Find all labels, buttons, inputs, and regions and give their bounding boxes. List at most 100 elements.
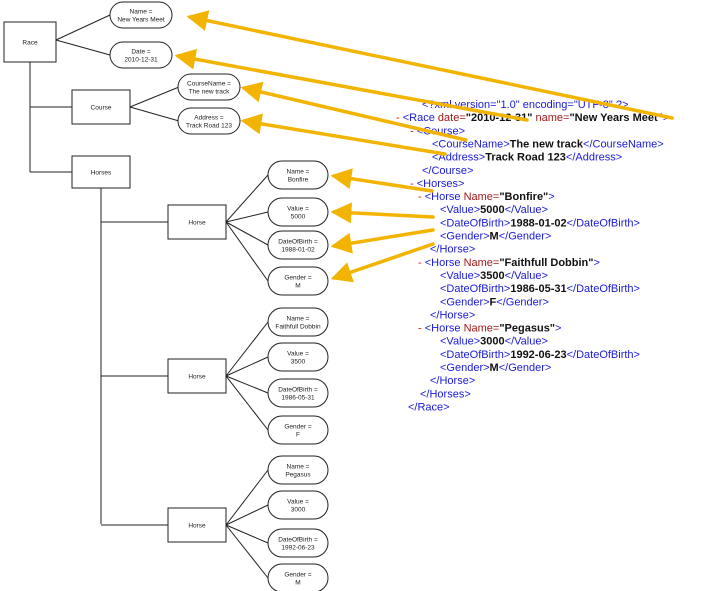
xml-tag-token: <Horse — [425, 191, 464, 203]
course-attr-0-key: CourseName = — [187, 81, 231, 88]
horse-0-attr-0-pill — [267, 160, 329, 190]
xml-tag-token: <DateOfBirth> — [440, 349, 510, 361]
horse-1-attr-1-pill — [267, 342, 329, 372]
xml-tag-token: <?xml version="1.0" encoding="UTF-8" ?> — [422, 99, 628, 111]
horse-node-1-box — [167, 358, 227, 394]
tree-connector — [225, 174, 269, 223]
horse-1-attr-1-value: 3500 — [291, 359, 306, 366]
xml-tag-token: <Gender> — [440, 296, 490, 308]
tree-connector — [225, 221, 269, 246]
xml-tag-token: <Gender> — [440, 231, 490, 243]
xml-value-token: "New Years Meet" — [569, 112, 662, 124]
xml-tag-token: </DateOfBirth> — [567, 217, 640, 229]
tree-connector — [225, 469, 269, 526]
xml-value-token: "Pegasus" — [499, 323, 555, 335]
mapping-arrow-7 — [330, 242, 435, 283]
horse-2-attr-0-pill — [267, 455, 329, 485]
xml-tag-token: <Horse — [425, 257, 464, 269]
xml-tag-token: </Horse> — [430, 309, 475, 321]
xml-line-21: </Horse> — [430, 375, 475, 387]
xml-tag-token: > — [548, 191, 554, 203]
xml-line-15: <Gender>F</Gender> — [440, 296, 549, 308]
xml-tag-token: </CourseName> — [583, 138, 664, 150]
xml-tag-token: </DateOfBirth> — [567, 283, 640, 295]
horse-2-attr-3: Gender =M — [267, 563, 329, 591]
horse-2-attr-2-pill — [267, 528, 329, 558]
course-attr-0-value: The new track — [189, 89, 231, 96]
horse-2-attr-2: DateOfBirth =1992-06-23 — [267, 528, 329, 558]
xml-tag-token: </Value> — [505, 204, 548, 216]
horse-2-attr-0: Name =Pegasus — [267, 455, 329, 485]
horse-0-attr-0-key: Name = — [287, 169, 310, 176]
xml-tag-token: <Race — [403, 112, 438, 124]
race-attr-1-key: Date = — [131, 49, 151, 56]
tree-connector — [225, 211, 269, 223]
xml-line-22: </Horses> — [420, 388, 471, 400]
tree-connector — [225, 504, 269, 526]
xml-tag-token: <Value> — [440, 204, 480, 216]
race-attr-0-pill — [109, 1, 173, 29]
xml-tag-token: </Gender> — [499, 362, 552, 374]
xml-value-token: "Faithfull Dobbin" — [499, 257, 593, 269]
xml-value-token: The new track — [510, 138, 584, 150]
xml-value-token: "2010-12-31" — [466, 112, 533, 124]
horse-0-attr-0-value: Bonfire — [288, 177, 309, 184]
horse-2-attr-3-pill — [267, 563, 329, 591]
tree-connector — [225, 221, 269, 282]
xml-attr-token: date= — [438, 112, 466, 124]
xml-tag-token: </Gender> — [496, 296, 549, 308]
race-attr-1: Date =2010-12-31 — [109, 41, 173, 69]
horse-0-attr-0: Name =Bonfire — [267, 160, 329, 190]
xml-tag-token: </Course> — [422, 165, 473, 177]
xml-tag-token: <Value> — [440, 336, 480, 348]
horse-0-attr-2: DateOfBirth =1988-01-02 — [267, 230, 329, 260]
mapping-arrow-2 — [240, 81, 468, 142]
xml-dash-token: - — [418, 257, 425, 269]
xml-line-1: - <Race date="2010-12-31" name="New Year… — [396, 112, 669, 124]
xml-tag-token: <DateOfBirth> — [440, 217, 510, 229]
horse-0-attr-3-value: M — [295, 283, 300, 290]
race-attr-0-value: New Years Meet — [117, 17, 165, 24]
tree-connector — [225, 321, 269, 377]
horse-node-0: Horse — [167, 204, 227, 240]
horse-1-attr-3-value: F — [296, 432, 300, 439]
horse-2-attr-1: Value =3000 — [267, 490, 329, 520]
horse-2-attr-1-pill — [267, 490, 329, 520]
mapping-arrow-0 — [186, 10, 674, 120]
xml-line-7: - <Horse Name="Bonfire"> — [418, 191, 555, 203]
race-attr-1-pill — [109, 41, 173, 69]
tree-connector — [225, 375, 269, 394]
horse-0-attr-2-pill — [267, 230, 329, 260]
course-attr-0-pill — [177, 73, 241, 101]
horse-0-attr-1-value: 5000 — [291, 214, 306, 221]
horse-node-0-label: Horse — [188, 220, 206, 227]
xml-tag-token: <Horse — [425, 323, 464, 335]
horse-2-attr-0-value: Pegasus — [285, 472, 311, 479]
xml-line-3: <CourseName>The new track</CourseName> — [432, 138, 664, 150]
course-attr-1-key: Address = — [194, 115, 224, 122]
horse-node-0-box — [167, 204, 227, 240]
xml-line-10: <Gender>M</Gender> — [440, 231, 551, 243]
race-node-label: Race — [22, 40, 38, 47]
horse-0-attr-2-key: DateOfBirth = — [278, 239, 318, 246]
horse-0-attr-3: Gender =M — [267, 266, 329, 296]
xml-tag-token: </Value> — [505, 270, 548, 282]
xml-line-23: </Race> — [408, 401, 450, 413]
xml-value-token: 3000 — [480, 336, 504, 348]
xml-line-12: - <Horse Name="Faithfull Dobbin"> — [418, 257, 600, 269]
horse-0-attr-3-key: Gender = — [284, 275, 311, 282]
mapping-arrows — [174, 10, 674, 283]
xml-line-2: - <Course> — [410, 125, 465, 137]
horse-2-attr-1-key: Value = — [287, 499, 309, 506]
horses-node-label: Horses — [91, 170, 112, 177]
xml-line-8: <Value>5000</Value> — [440, 204, 548, 216]
xml-tag-token: <DateOfBirth> — [440, 283, 510, 295]
xml-line-9: <DateOfBirth>1988-01-02</DateOfBirth> — [440, 217, 640, 229]
xml-tag-token: <Value> — [440, 270, 480, 282]
mapping-arrow-4 — [330, 168, 434, 193]
tree-connectors — [29, 14, 269, 579]
horse-1-attr-0-pill — [267, 307, 329, 337]
xml-tag-token: > — [555, 323, 561, 335]
